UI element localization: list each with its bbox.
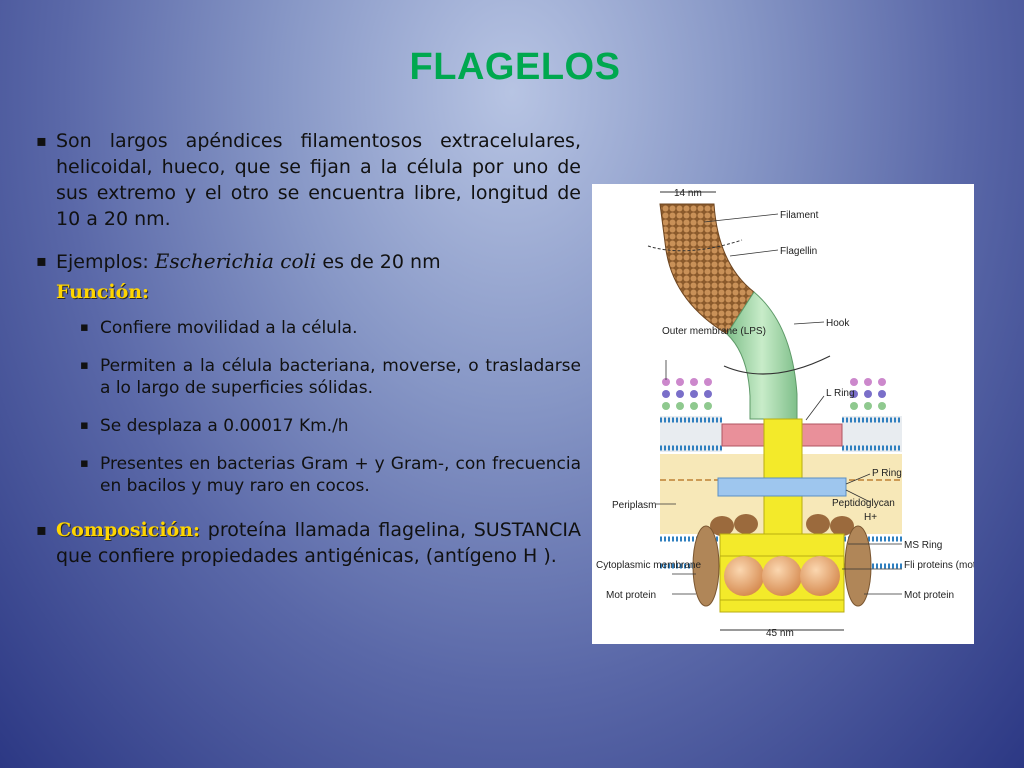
label-p-ring: P Ring (872, 468, 902, 479)
motor-bumps (710, 514, 854, 536)
outer-membrane-left (660, 416, 722, 452)
label-l-ring: L Ring (826, 388, 855, 399)
p-ring (717, 477, 847, 497)
label-h-plus: H+ (864, 512, 877, 523)
label-mot-protein-left: Mot protein (606, 590, 656, 601)
hook (726, 291, 798, 420)
flagellum-svg: 14 nm (596, 188, 974, 639)
label-flagellin: Flagellin (780, 246, 817, 257)
bullet-intro: Son largos apéndices filamentosos extrac… (36, 128, 581, 232)
examples-rest: es de 20 nm (322, 251, 441, 273)
label-hook: Hook (826, 318, 850, 329)
label-mot-protein-right: Mot protein (904, 590, 954, 601)
label-peptidoglycan: Peptidoglycan (832, 498, 895, 509)
ms-ring (719, 533, 845, 557)
flagellum-diagram: 14 nm (592, 184, 974, 644)
fli-protein (762, 556, 802, 596)
function-item: Presentes en bacterias Gram + y Gram-, c… (80, 453, 581, 497)
rotation-arrow (723, 355, 831, 375)
bullet-examples: Ejemplos: Escherichia coli es de 20 nm (36, 248, 581, 275)
composition-text: proteína llamada flagelina, SUSTANCIA qu… (56, 519, 581, 567)
label-cytoplasmic-membrane: Cytoplasmic membrane (596, 560, 701, 571)
examples-species: Escherichia coli (154, 249, 317, 273)
fli-protein (800, 556, 840, 596)
mot-protein-right (844, 525, 872, 607)
bullet-composition: Composición: proteína llamada flagelina,… (36, 517, 581, 569)
examples-label: Ejemplos: (56, 251, 149, 273)
function-item: Permiten a la célula bacteriana, moverse… (80, 355, 581, 399)
lps-layer (662, 378, 886, 410)
slide-content: Son largos apéndices filamentosos extrac… (36, 128, 581, 569)
slide-title: FLAGELOS (409, 46, 621, 88)
label-bottom-width: 45 nm (766, 628, 794, 639)
fli-protein (724, 556, 764, 596)
label-top-width: 14 nm (674, 188, 702, 199)
function-item: Se desplaza a 0.00017 Km./h (80, 415, 581, 437)
function-label: Función: (56, 281, 150, 303)
composition-label: Composición: (56, 519, 201, 541)
label-outer-membrane: Outer membrane (LPS) (662, 326, 766, 337)
mot-protein-left (692, 525, 720, 607)
label-ms-ring: MS Ring (904, 540, 942, 551)
function-item: Confiere movilidad a la célula. (80, 317, 581, 339)
label-fli-proteins: Fli proteins (motor switch) (904, 560, 974, 571)
label-filament: Filament (780, 210, 819, 221)
label-periplasm: Periplasm (612, 500, 656, 511)
